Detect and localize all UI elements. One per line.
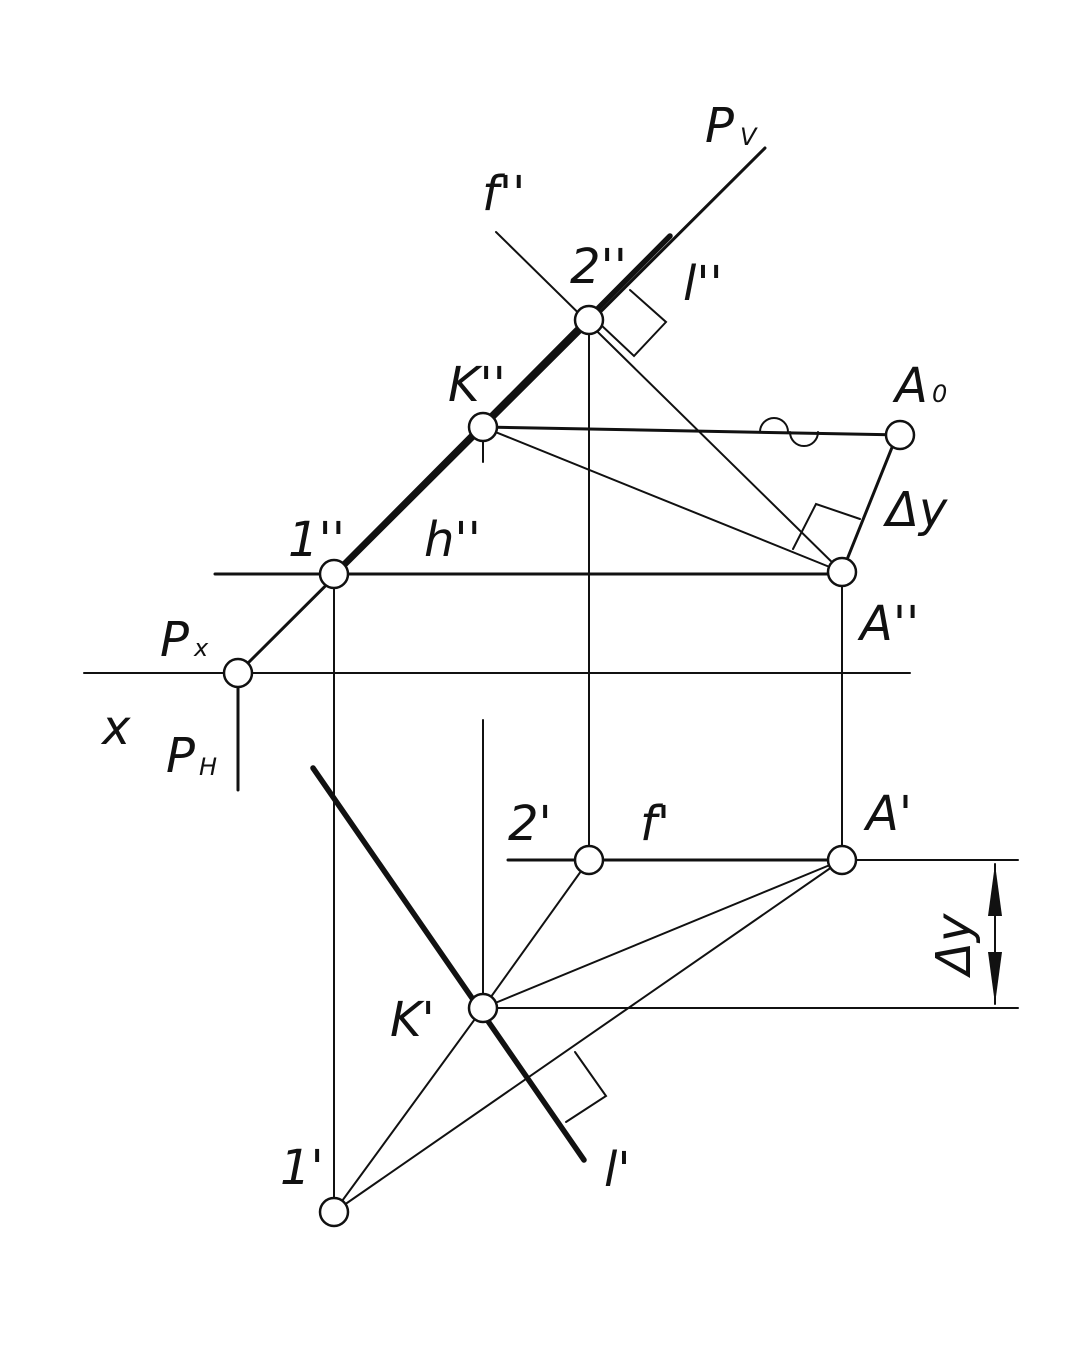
label-a0-sub: 0 (932, 380, 947, 408)
label-px-main: P (160, 612, 189, 668)
label-a-prime: A' (863, 786, 912, 842)
frontal-f-dprime-line (495, 231, 843, 573)
k-a0-true-length-line (481, 425, 902, 437)
label-pv-main: P (705, 98, 734, 154)
approx-symbol (759, 417, 819, 447)
label-f-dprime: f'' (482, 166, 525, 222)
point-a-prime (826, 844, 858, 876)
one-a-prime-line (333, 859, 843, 1213)
label-x-axis: x (100, 700, 131, 756)
label-ph-main: P (166, 728, 195, 784)
segment-1-2-frontal (331, 233, 673, 577)
label-delta-y-upper: Δy (882, 482, 948, 538)
label-1-dprime: 1'' (288, 512, 345, 568)
point-a-dprime (826, 556, 858, 588)
point-k-dprime (467, 411, 499, 443)
label-px-sub: x (193, 634, 209, 662)
point-k-prime (467, 992, 499, 1024)
right-angle-mark-lower (565, 1051, 608, 1123)
label-h-dprime: h'' (424, 512, 481, 568)
label-l-dprime: l'' (683, 256, 723, 312)
point-1-dprime (318, 558, 350, 590)
k-a-prime-line (482, 859, 843, 1009)
k-2-prime-line (482, 859, 590, 1009)
delta-y-arrow-top (988, 864, 1002, 916)
label-l-prime: l' (604, 1142, 631, 1198)
point-2-dprime (573, 304, 605, 336)
label-pv-sub: V (740, 123, 758, 151)
label-1-prime: 1' (280, 1140, 324, 1196)
point-px (222, 657, 254, 689)
label-k-prime: K' (390, 992, 435, 1048)
delta-y-arrow-bottom (988, 952, 1002, 1004)
label-k-dprime: K'' (448, 357, 506, 413)
k-1-prime-line (333, 1007, 484, 1213)
point-a0 (884, 419, 916, 451)
label-f-prime: f' (640, 796, 670, 852)
label-2-prime: 2' (508, 796, 552, 852)
k-a-dprime-line (482, 426, 843, 573)
label-ph-sub: H (199, 753, 217, 781)
a-a0-line (840, 438, 897, 574)
right-angle-mark-upper (599, 289, 668, 358)
l-prime-line (310, 765, 587, 1163)
label-delta-y-lower: Δy (926, 913, 982, 979)
point-2-prime (573, 844, 605, 876)
point-1-prime (318, 1196, 350, 1228)
label-2-dprime: 2'' (570, 239, 627, 295)
right-angle-mark-middle (792, 502, 861, 550)
label-a-dprime: A'' (857, 596, 919, 652)
label-a0-main: A (892, 358, 928, 414)
